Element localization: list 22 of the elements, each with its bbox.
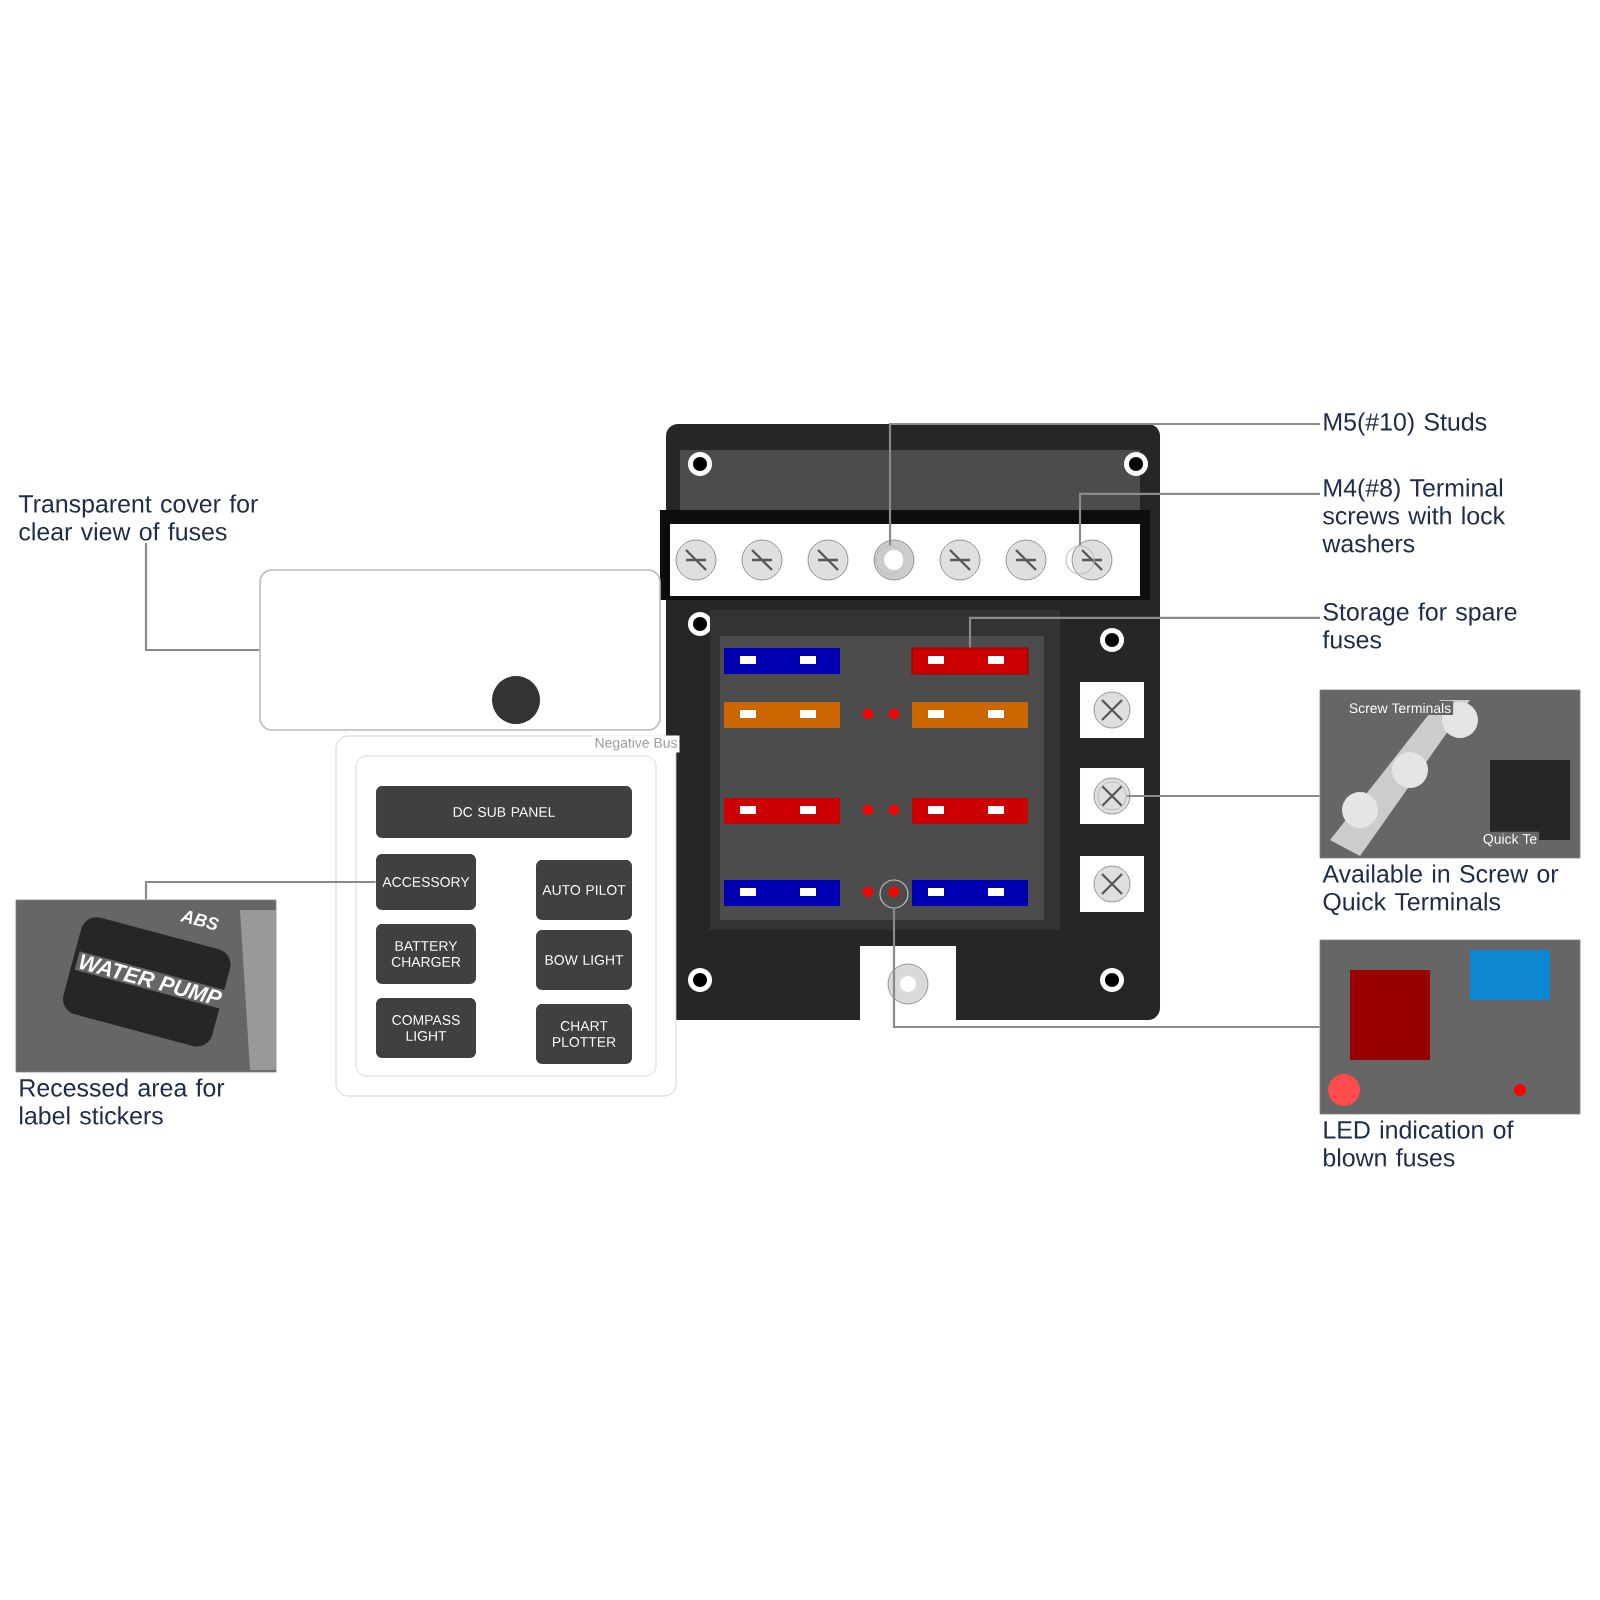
leader-line: [892, 908, 1320, 1029]
callout-text: M5(#10) Studs: [1324, 412, 1487, 436]
leader-line: [144, 542, 260, 652]
callout-text: Available in Screw or Quick Terminals: [1322, 864, 1559, 916]
leader-line: [1078, 492, 1320, 546]
screw-head: [875, 545, 905, 575]
callout-text: Recessed area for label stickers: [20, 1078, 225, 1125]
key-label: ABS: [177, 906, 223, 934]
key-label: WATER PUMP: [74, 951, 226, 1009]
leader-line: [144, 880, 376, 900]
callout-text: Storage for spare fuses: [1322, 602, 1517, 649]
callout-text: LED indication of blown fuses: [1324, 1120, 1514, 1167]
leader-line: [968, 616, 1320, 648]
screw-head: [1065, 545, 1095, 575]
screw-head: [1097, 781, 1127, 811]
callout-text: Transparent cover for clear view of fuses: [18, 494, 258, 541]
cover-lid: [259, 569, 661, 731]
leader-line: [888, 422, 1320, 546]
leader-line: [1126, 794, 1320, 798]
screw-head: [879, 879, 909, 909]
spare-fuse: [911, 647, 1029, 675]
callout-text: M4(#8) Terminal screws with lock washers: [1322, 478, 1506, 553]
